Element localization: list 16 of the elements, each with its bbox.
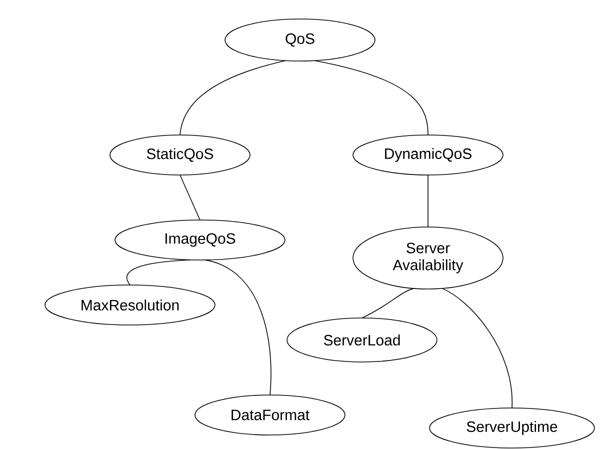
connector-line: [180, 174, 200, 220]
connector-line: [314, 60, 428, 136]
connector-line: [204, 260, 272, 396]
ellipse-node: ServerUptime: [429, 408, 595, 448]
ellipse-node: ServerLoad: [286, 318, 438, 362]
connector-line: [362, 288, 414, 318]
connector-line: [126, 259, 192, 286]
connector-line: [442, 288, 512, 408]
ellipse-node: Server Availability: [352, 226, 504, 290]
ellipse-node: DynamicQoS: [352, 134, 504, 176]
connector-line: [180, 60, 286, 136]
ellipse-node: StaticQoS: [110, 134, 250, 176]
ellipse-node: DataFormat: [194, 394, 346, 436]
ellipse-node: ImageQoS: [114, 220, 286, 260]
ellipse-node: QoS: [224, 18, 376, 62]
ellipse-node: MaxResolution: [44, 284, 216, 326]
